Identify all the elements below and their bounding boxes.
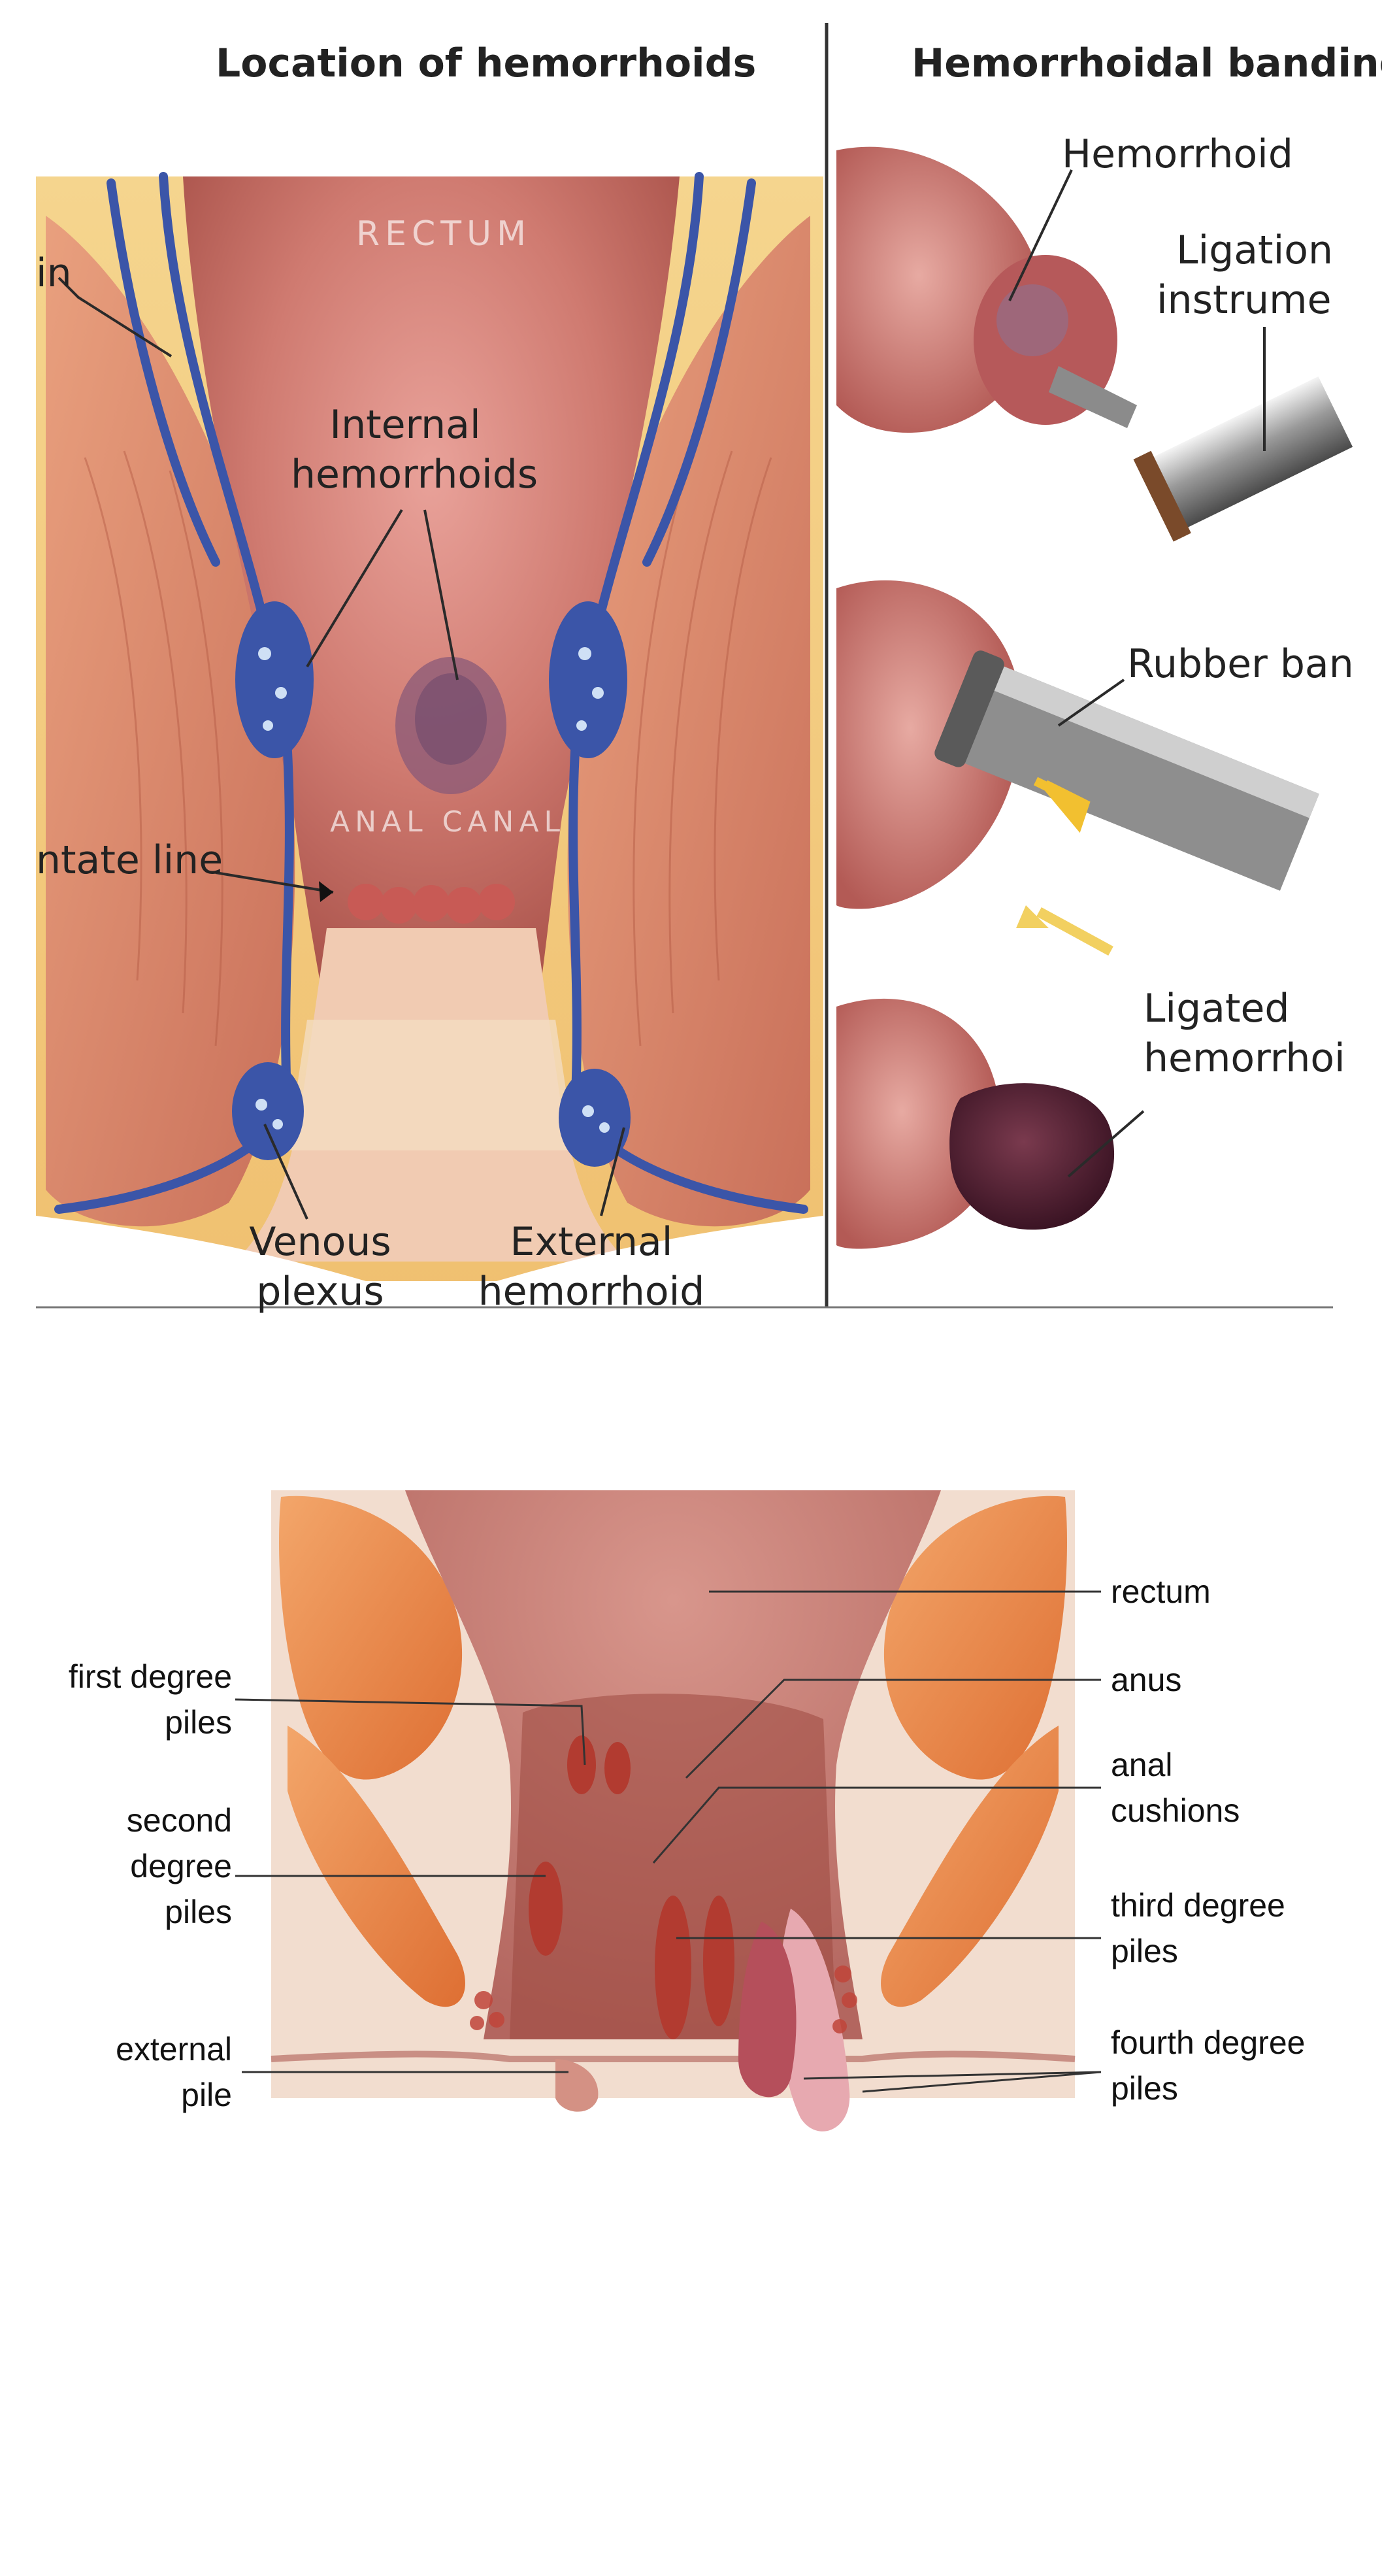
panel-title-banding: Hemorrhoidal banding: [912, 41, 1382, 86]
label-second-line3: piles: [165, 1894, 232, 1930]
label-internal-hemorrhoids: Internal hemorrhoids: [291, 400, 538, 499]
leader-lines: [58, 169, 1266, 2093]
label-third-degree-piles: third degree piles: [1111, 1882, 1285, 1974]
anatomy-cross-section: [36, 172, 823, 1307]
label-external-hemorrhoid: External hemorrhoid: [474, 1217, 709, 1316]
label-venous-line1: Venous: [249, 1219, 391, 1265]
label-third-line1: third degree: [1111, 1887, 1285, 1924]
label-hemorrhoid: Hemorrhoid: [1062, 131, 1293, 177]
label-third-line2: piles: [1111, 1933, 1178, 1969]
label-fourth-line1: fourth degree: [1111, 2024, 1306, 2061]
label-internal-line2: hemorrhoids: [291, 452, 538, 497]
label-ext-pile-line1: external: [116, 2031, 232, 2067]
region-label-anal-canal: ANAL CANAL: [330, 805, 565, 839]
label-ext-pile-line2: pile: [181, 2077, 232, 2113]
label-ligated-line2: hemorrhoi: [1143, 1035, 1345, 1081]
piles-degrees-diagram: [271, 1490, 1076, 2132]
label-external-line1: External: [510, 1219, 673, 1265]
label-first-degree-piles: first degree piles: [13, 1654, 232, 1745]
label-second-line1: second: [126, 1802, 232, 1839]
label-second-line2: degree: [130, 1848, 232, 1884]
label-anal-cushions: anal cushions: [1111, 1742, 1240, 1833]
panel-title-location: Location of hemorrhoids: [216, 41, 757, 86]
label-rectum: rectum: [1111, 1573, 1211, 1610]
label-second-degree-piles: second degree piles: [13, 1798, 232, 1935]
label-venous-line2: plexus: [256, 1269, 384, 1314]
label-ligation-line1: Ligation: [1176, 227, 1333, 273]
label-fourth-degree-piles: fourth degree piles: [1111, 2020, 1305, 2111]
label-rubber-band: Rubber ban: [1127, 641, 1354, 687]
label-ligation-instrument: Ligation instrumer: [1157, 226, 1333, 325]
label-ligated-line1: Ligated: [1143, 986, 1290, 1031]
label-cushions-line2: cushions: [1111, 1792, 1240, 1829]
banding-illustrations: [836, 146, 1353, 1249]
label-internal-line1: Internal: [329, 402, 481, 448]
label-ligated-hemorrhoid: Ligated hemorrhoi: [1143, 984, 1345, 1083]
label-venous-plexus: Venous plexus: [242, 1217, 399, 1316]
label-cushions-line1: anal: [1111, 1747, 1173, 1783]
label-anus: anus: [1111, 1662, 1182, 1698]
label-ligation-line2: instrumer: [1157, 277, 1333, 323]
label-external-pile: external pile: [13, 2026, 232, 2118]
label-first-line1: first degree: [68, 1658, 232, 1695]
label-external-line2: hemorrhoid: [478, 1269, 705, 1314]
label-fourth-line2: piles: [1111, 2070, 1178, 2107]
region-label-rectum: RECTUM: [356, 214, 531, 254]
label-vein-partial: in: [36, 250, 72, 296]
label-first-line2: piles: [165, 1704, 232, 1741]
label-dentate-line: ntate line: [36, 837, 223, 883]
